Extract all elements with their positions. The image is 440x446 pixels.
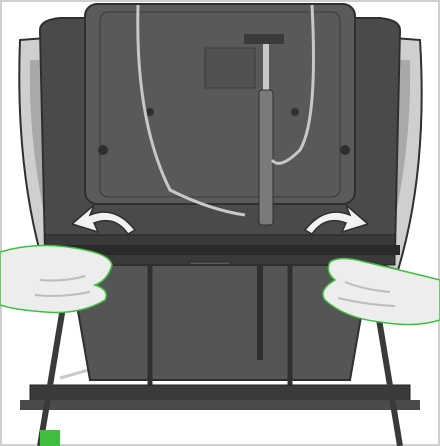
bolt xyxy=(340,145,350,155)
backrest-bracket xyxy=(204,47,256,89)
gas-spring-top-mount xyxy=(244,34,284,44)
cable-left xyxy=(136,4,246,217)
curved-rotate-left-arrow-icon xyxy=(70,204,137,235)
bolt xyxy=(146,108,154,116)
backrest-inner xyxy=(99,11,341,198)
bolt xyxy=(291,108,299,116)
gas-spring-rod xyxy=(263,44,269,94)
right-gloved-hand xyxy=(322,257,440,326)
curved-rotate-right-arrow-icon xyxy=(303,204,370,235)
base-rail xyxy=(20,400,420,410)
bolt xyxy=(98,145,108,155)
cable-right xyxy=(270,4,315,165)
lower-frame xyxy=(68,264,372,381)
left-gloved-hand xyxy=(0,244,113,314)
green-marker xyxy=(40,430,60,446)
gas-spring-cylinder xyxy=(258,89,274,226)
cross-bar-rail xyxy=(40,245,400,255)
